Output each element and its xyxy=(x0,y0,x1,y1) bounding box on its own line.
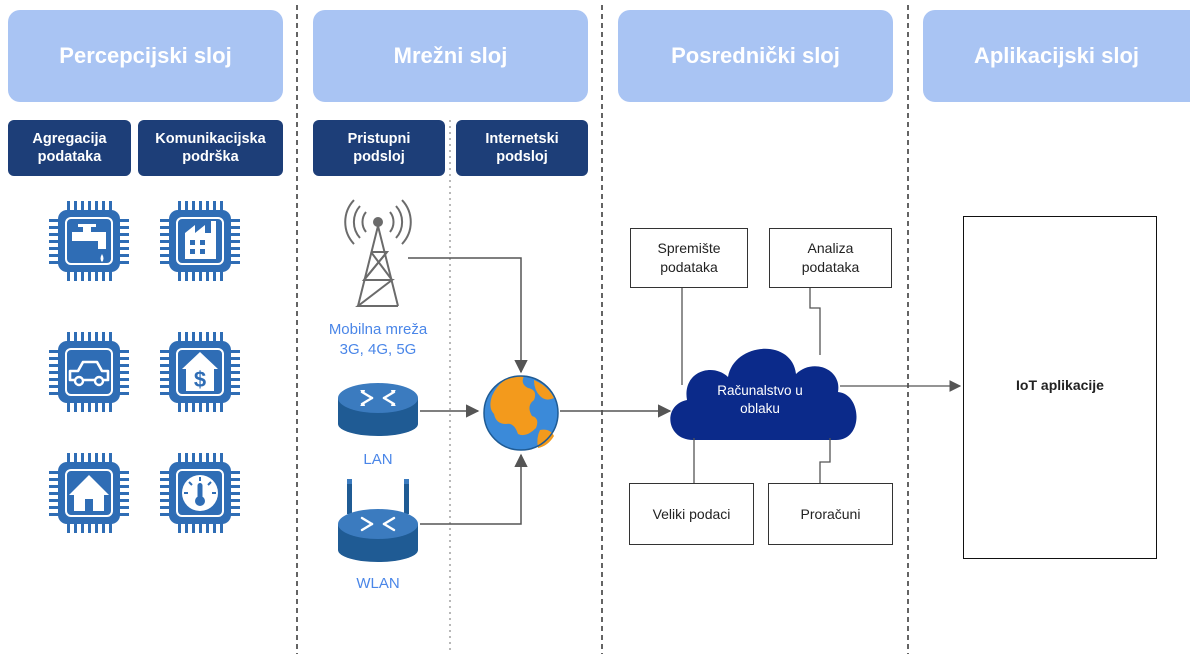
lan-label: LAN xyxy=(363,451,393,468)
big-data-box: Veliki podaci xyxy=(629,483,754,545)
factory-chip-icon xyxy=(159,200,241,282)
data-analysis-box: Analiza podataka xyxy=(769,228,892,288)
sublayer-communication-support: Komunikacijska podrška xyxy=(138,120,283,176)
water-tap-chip-icon xyxy=(48,200,130,282)
cloud-computing-label: Računalstvo u oblaku xyxy=(717,383,803,416)
sublayer-internet: Internetski podsloj xyxy=(456,120,588,176)
thermometer-gauge-chip-icon xyxy=(159,452,241,534)
house-chip-icon xyxy=(48,452,130,534)
iot-applications-label: IoT aplikacije xyxy=(1016,377,1104,393)
layer-dividers xyxy=(296,5,909,654)
globe-icon xyxy=(483,375,559,451)
layer-header-perception: Percepcijski sloj xyxy=(8,10,283,102)
sublayer-access: Pristupni podsloj xyxy=(313,120,445,176)
lan-router-icon xyxy=(338,383,418,436)
middleware-connectors xyxy=(681,287,962,483)
mobile-network-label: Mobilna mreža 3G, 4G, 5G xyxy=(328,321,428,358)
layer-header-network: Mrežni sloj xyxy=(313,10,588,102)
svg-text:$: $ xyxy=(194,367,206,392)
tower-to-internet-arrow xyxy=(408,257,528,374)
analysis-to-cloud-line xyxy=(809,287,821,355)
layer-header-middleware: Posrednički sloj xyxy=(618,10,893,102)
data-storage-box: Spremište podataka xyxy=(630,228,748,288)
layer-header-application: Aplikacijski sloj xyxy=(923,10,1190,102)
computations-to-cloud-line xyxy=(819,438,831,483)
wlan-label: WLAN xyxy=(356,575,400,592)
wlan-to-internet-arrow xyxy=(420,453,528,525)
cell-tower-icon xyxy=(344,199,412,307)
car-chip-icon xyxy=(48,331,130,413)
iot-applications-panel xyxy=(963,216,1157,559)
network-connectors xyxy=(408,257,672,525)
computations-box: Proračuni xyxy=(768,483,893,545)
wlan-router-icon xyxy=(338,479,418,562)
sublayer-data-aggregation: Agregacija podataka xyxy=(8,120,131,176)
dollar-house-chip-icon: $ xyxy=(159,331,241,413)
cloud-computing-shape xyxy=(670,348,857,440)
